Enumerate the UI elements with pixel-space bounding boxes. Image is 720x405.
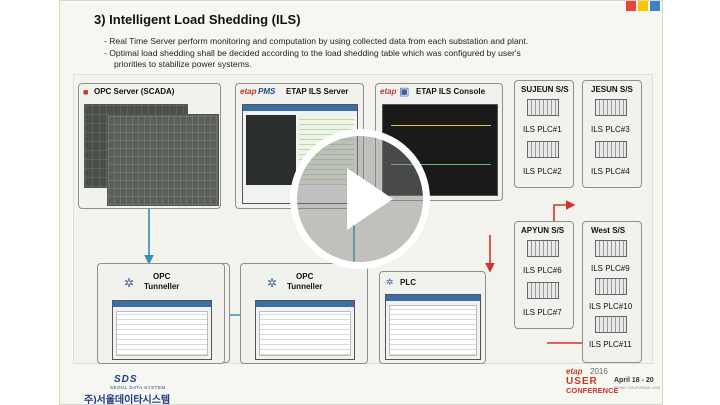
gear-icon: ✲: [124, 276, 135, 290]
plc-device: [527, 99, 559, 116]
plc-label: ILS PLC#2: [523, 167, 562, 176]
plc-device: [527, 240, 559, 257]
conf-etap: etap: [566, 367, 583, 376]
plc-device: [595, 99, 627, 116]
opc-tunneller-label-1: OPC Tunneller: [144, 272, 179, 292]
plc-label: ILS PLC#10: [589, 302, 633, 311]
plc-label: ILS PLC#6: [523, 266, 562, 275]
conf-venue: IRVINE • CALIFORNIA • USA: [614, 386, 660, 390]
plc-device: [595, 278, 627, 295]
plc-label: ILS PLC#7: [523, 308, 562, 317]
plc-label: ILS PLC#9: [591, 264, 630, 273]
logo-subtitle: SEOUL DATA SYSTEM: [110, 385, 166, 390]
console-logo-icon: ▣: [399, 86, 410, 98]
corner-blue-square: [650, 1, 660, 11]
corner-red-square: [626, 1, 636, 11]
station-apyun: APYUN S/S ILS PLC#6 ILS PLC#7: [514, 221, 574, 329]
corner-yellow-square: [638, 1, 648, 11]
conf-date: April 18 - 20: [614, 377, 654, 384]
etap-logo: etap: [240, 87, 257, 96]
tunneller-word: Tunneller: [144, 282, 180, 291]
plc-label: ILS PLC#3: [591, 125, 630, 134]
scada-screenshot-2: [107, 114, 219, 206]
opc-tunneller-box-1: ✲ OPC Tunneller: [97, 263, 225, 364]
bullet-2: - Optimal load shedding shall be decided…: [104, 47, 521, 58]
tunneller-screenshot-1: [112, 300, 212, 360]
plc-label: ILS PLC#11: [589, 340, 632, 349]
opc-tunneller-box-2: ✲ OPC Tunneller: [240, 263, 368, 364]
plc-device: [595, 141, 627, 158]
company-logo: SDS SEOUL DATA SYSTEM 주)서울데이타시스템: [84, 374, 204, 404]
opc-server-scada-panel: ■ OPC Server (SCADA): [78, 83, 221, 209]
conf-user: USER: [566, 376, 598, 387]
conf-conference: CONFERENCE: [566, 386, 619, 395]
plc-panel: ✲ PLC: [379, 271, 486, 364]
station-name: JESUN S/S: [591, 85, 633, 94]
plc-device: [595, 240, 627, 257]
plc-label: ILS PLC#1: [523, 125, 562, 134]
opc-server-title: OPC Server (SCADA): [94, 87, 175, 96]
opc-word: OPC: [296, 272, 314, 281]
plc-device: [595, 316, 627, 333]
station-west: West S/S ILS PLC#9 ILS PLC#10 ILS PLC#11: [582, 221, 642, 363]
plc-device: [527, 282, 559, 299]
opc-tunneller-label-2: OPC Tunneller: [287, 272, 322, 292]
plc-label: ILS PLC#4: [591, 167, 630, 176]
plc-icon: ✲: [386, 277, 394, 287]
slide: 3) Intelligent Load Shedding (ILS) - Rea…: [59, 0, 663, 405]
plc-screenshot: [385, 294, 481, 360]
tunneller-screenshot-2: [255, 300, 355, 360]
logo-mark: SDS: [114, 374, 138, 385]
play-button[interactable]: [290, 129, 430, 269]
logo-korean-name: 주)서울데이타시스템: [84, 395, 171, 405]
plc-title: PLC: [400, 278, 416, 287]
opc-word: OPC: [153, 272, 171, 281]
scada-icon: ■: [83, 87, 89, 97]
etap-ils-server-title: ETAP ILS Server: [286, 87, 349, 96]
conf-year: 2016: [590, 367, 608, 376]
bullet-2-continued: priorities to stabilize power systems.: [114, 59, 252, 69]
slide-title: 3) Intelligent Load Shedding (ILS): [94, 12, 301, 27]
corner-decoration: [626, 1, 662, 19]
bullet-list: - Real Time Server perform monitoring an…: [104, 36, 644, 71]
bullet-1: - Real Time Server perform monitoring an…: [104, 36, 529, 46]
plc-device: [527, 141, 559, 158]
station-name: APYUN S/S: [521, 226, 565, 235]
conference-badge: etap 2016 USER CONFERENCE April 18 - 20 …: [566, 367, 662, 404]
station-name: SUJEUN S/S: [521, 85, 569, 94]
station-name: West S/S: [591, 226, 626, 235]
gear-icon: ✲: [267, 276, 278, 290]
station-jesun: JESUN S/S ILS PLC#3 ILS PLC#4: [582, 80, 642, 188]
etap-ils-console-title: ETAP ILS Console: [416, 87, 486, 96]
play-icon: [347, 168, 393, 230]
etap-console-logo: etap: [380, 87, 397, 96]
pms-logo: PMS: [258, 87, 276, 96]
station-sujeun: SUJEUN S/S ILS PLC#1 ILS PLC#2: [514, 80, 574, 188]
tunneller-word: Tunneller: [287, 282, 323, 291]
